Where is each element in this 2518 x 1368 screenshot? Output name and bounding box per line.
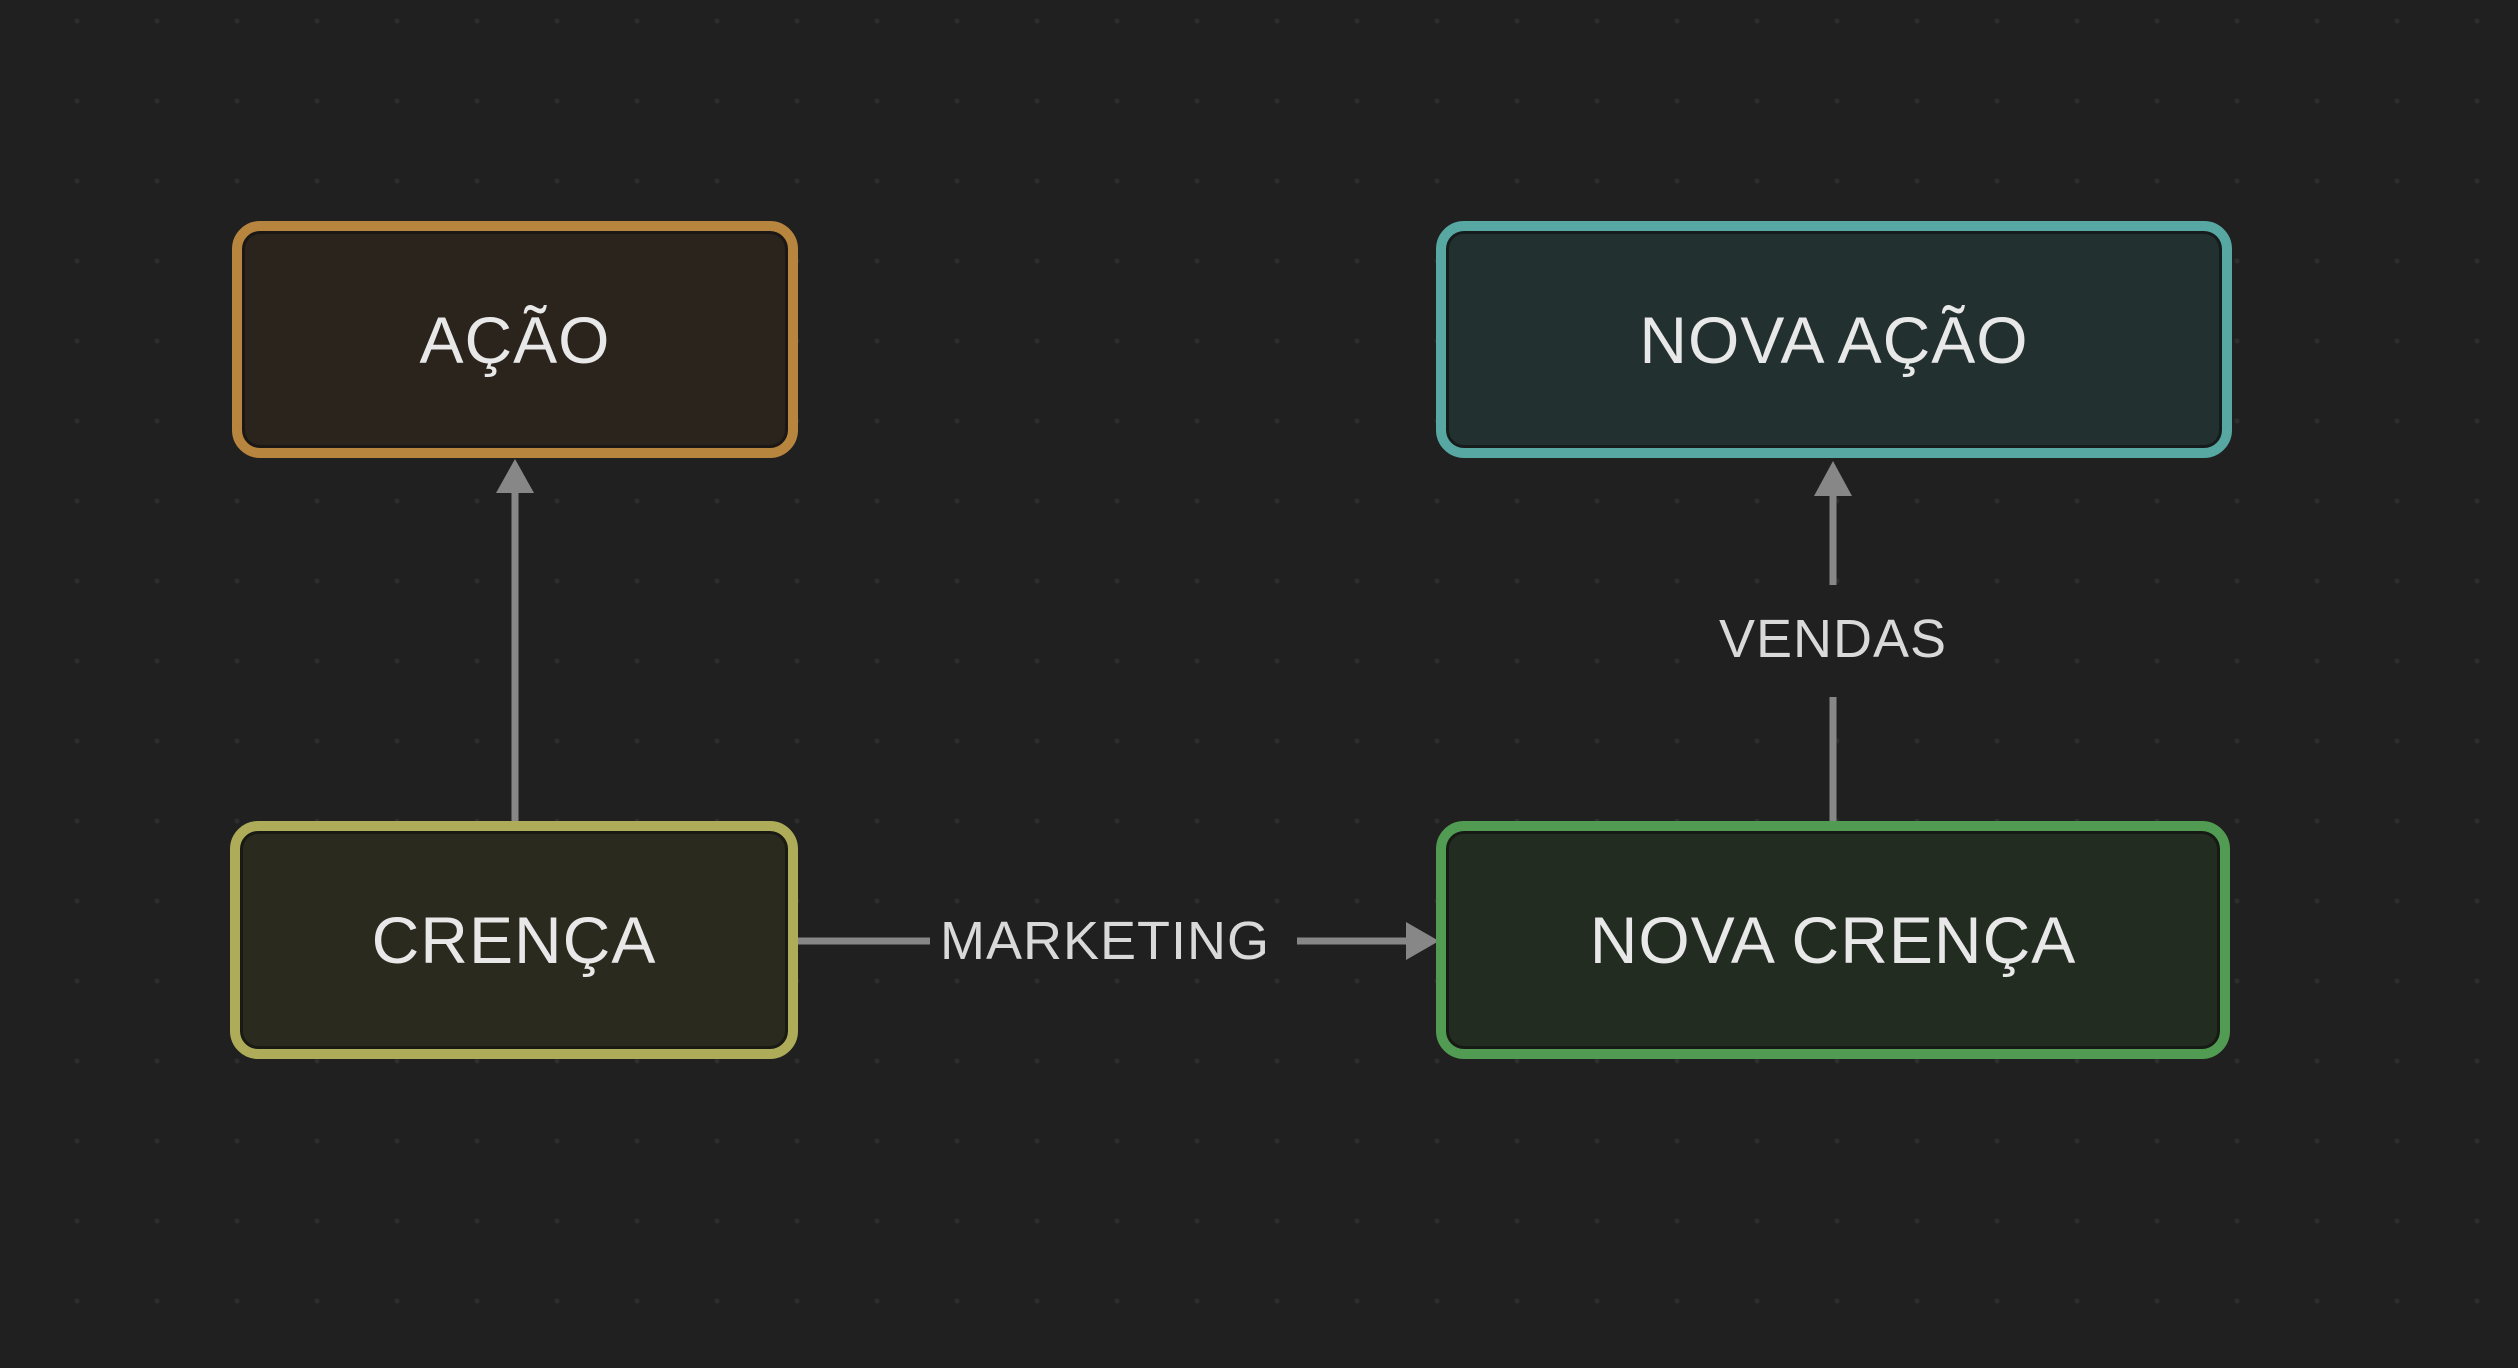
- node-nova-acao-label: NOVA AÇÃO: [1639, 302, 2029, 377]
- node-nova-acao[interactable]: NOVA AÇÃO: [1436, 221, 2232, 458]
- node-nova-crenca[interactable]: NOVA CRENÇA: [1436, 821, 2230, 1059]
- edge-label-vendas[interactable]: VENDAS: [1708, 606, 1958, 672]
- edge-novacrenca-novaacao-arrowhead[interactable]: [1814, 461, 1852, 496]
- node-nova-crenca-label: NOVA CRENÇA: [1589, 903, 2077, 977]
- node-crenca-label: CRENÇA: [371, 903, 657, 977]
- node-crenca[interactable]: CRENÇA: [230, 821, 798, 1059]
- node-acao[interactable]: AÇÃO: [232, 221, 798, 458]
- edge-crenca-novacrenca-arrowhead[interactable]: [1406, 922, 1439, 960]
- edge-label-marketing[interactable]: MARKETING: [929, 908, 1281, 974]
- node-acao-label: AÇÃO: [419, 302, 611, 377]
- edge-crenca-acao-arrowhead[interactable]: [496, 459, 534, 493]
